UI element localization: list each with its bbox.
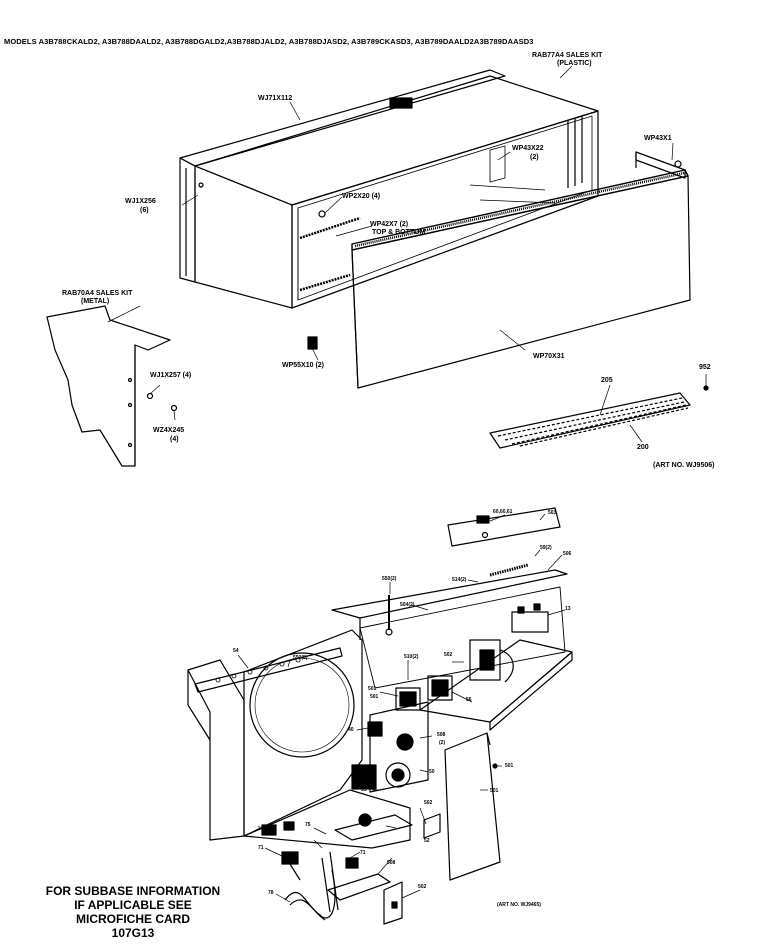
note-line-1: FOR SUBBASE INFORMATION (45, 884, 221, 898)
leader-lines-lower (237, 513, 566, 903)
note-line-3: MICROFICHE CARD (76, 912, 190, 926)
cabinet-sleeve (179, 69, 599, 309)
label-200: 200 (637, 444, 649, 451)
front-panel (351, 151, 691, 389)
leader-lines-upper (107, 65, 707, 443)
label-rab77a4: RAB77A4 SALES KIT (532, 52, 603, 59)
part-label: 71 (360, 850, 366, 856)
label-wz4x245: WZ4X245 (153, 427, 185, 434)
part-label: 54 (233, 648, 239, 654)
label-952: 952 (699, 364, 711, 371)
label-wz4x245-qty: (4) (170, 436, 179, 443)
part-label: 40 (348, 727, 354, 733)
part-label: 60,60,61 (493, 509, 513, 515)
part-label: 502 (418, 884, 427, 890)
label-wj71x112: WJ71X112 (258, 95, 293, 102)
subbase-note: FOR SUBBASE INFORMATION IF APPLICABLE SE… (28, 884, 238, 940)
part-label: 501 (368, 686, 377, 692)
label-wp42x7-sub: TOP & BOTTOM (372, 229, 426, 236)
part-label: (2) (439, 740, 446, 746)
label-wp43x22-qty: (2) (530, 154, 539, 161)
label-wj1x256: WJ1X256 (125, 198, 156, 205)
part-label: 514(2) (452, 577, 467, 583)
part-label: 550(8) (293, 655, 308, 661)
chassis-assembly (187, 507, 573, 925)
part-label: 506 (563, 551, 572, 557)
part-label: 56 (466, 697, 472, 703)
label-rab77a4-sub: (PLASTIC) (557, 60, 592, 67)
part-label: 508 (437, 732, 446, 738)
part-label: 71 (258, 845, 264, 851)
label-wj1x257: WJ1X257 (4) (150, 372, 192, 379)
label-wj1x256-qty: (6) (140, 207, 149, 214)
part-label: 508 (387, 860, 396, 866)
label-wp42x7: WP42X7 (2) (370, 221, 409, 228)
part-label: 13 (565, 606, 571, 612)
note-line-2: IF APPLICABLE SEE (74, 898, 192, 912)
part-label: 501 (370, 694, 379, 700)
label-rab70a4-sub: (METAL) (81, 298, 110, 305)
part-label: 75 (305, 822, 311, 828)
label-art-wj9506: (ART NO. WJ9506) (653, 462, 715, 469)
part-label: 502 (424, 800, 433, 806)
part-label: 504(2) (400, 602, 415, 608)
part-label: 55 (361, 787, 367, 793)
part-label: 501 (490, 788, 499, 794)
label-wp43x22: WP43X22 (512, 145, 544, 152)
part-label: 52 (424, 838, 430, 844)
part-label: 503 (548, 510, 557, 516)
part-label: 510(2) (404, 654, 419, 660)
label-rab70a4: RAB70A4 SALES KIT (62, 290, 133, 297)
note-line-4: 107G13 (111, 926, 155, 940)
part-label: 501 (505, 763, 514, 769)
label-205: 205 (601, 377, 613, 384)
clip-part (307, 336, 318, 350)
label-art-wj9465: (ART NO. WJ9465) (497, 902, 541, 908)
label-wp2x20: WP2X20 (4) (342, 193, 381, 200)
label-wp43x1: WP43X1 (644, 135, 672, 142)
grille-tray (489, 385, 709, 449)
part-label: 502 (444, 652, 453, 658)
label-wp70x31: WP70X31 (533, 353, 565, 360)
part-label: 78 (268, 890, 274, 896)
part-label: 550(2) (382, 576, 397, 582)
part-label: 59(2) (540, 545, 552, 551)
metal-sales-kit (46, 305, 178, 467)
part-label: 50 (429, 769, 435, 775)
label-wp55x10: WP55X10 (2) (282, 362, 325, 369)
models-header: MODELS A3B788CKALD2, A3B788DAALD2, A3B78… (4, 37, 534, 46)
